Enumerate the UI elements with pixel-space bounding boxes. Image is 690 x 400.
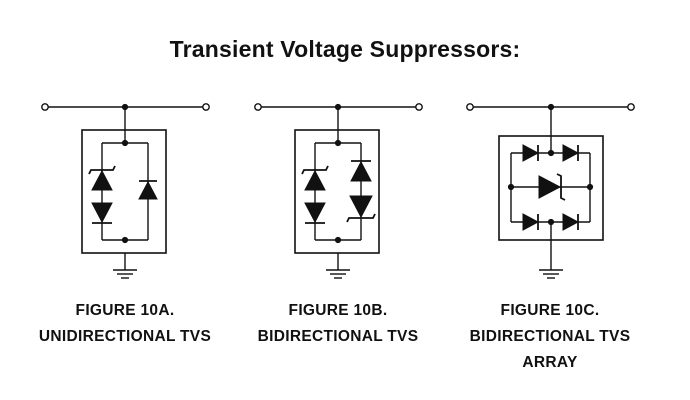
terminal-right-c xyxy=(627,103,635,111)
figure-10b-schematic xyxy=(254,103,423,279)
figure-10a-label: UNIDIRECTIONAL TVS xyxy=(38,328,212,345)
device-package-a xyxy=(81,129,167,254)
terminal-left-b xyxy=(254,103,262,111)
figure-10b-caption: FIGURE 10B. BIDIRECTIONAL TVS xyxy=(228,298,448,350)
figure-10c-label: BIDIRECTIONAL TVS xyxy=(469,328,631,345)
figure-10c-schematic xyxy=(466,103,635,279)
zener-diode-a-left xyxy=(88,165,116,191)
ground-symbol-b xyxy=(326,269,350,279)
diagram-title: Transient Voltage Suppressors: xyxy=(169,36,521,62)
terminal-left-a xyxy=(41,103,49,111)
junction-c-mid-left xyxy=(507,183,515,191)
figure-10c-number: FIGURE 10C. xyxy=(500,302,600,319)
figure-10a-schematic xyxy=(41,103,210,279)
terminal-right-a xyxy=(202,103,210,111)
diode-a-right xyxy=(138,180,158,200)
diode-c-top-left xyxy=(522,144,540,162)
zener-diode-b-left xyxy=(301,165,329,191)
figure-10b-label: BIDIRECTIONAL TVS xyxy=(257,328,419,345)
figure-10a-number: FIGURE 10A. xyxy=(75,302,175,319)
diode-c-bottom-left xyxy=(522,213,540,231)
diode-a-left xyxy=(91,202,113,224)
figure-10c-caption: FIGURE 10C. BIDIRECTIONAL TVS ARRAY xyxy=(440,298,660,376)
junction-a-lower xyxy=(121,236,129,244)
terminal-right-b xyxy=(415,103,423,111)
diode-c-top-right xyxy=(562,144,580,162)
diode-b-left xyxy=(304,202,326,224)
diode-c-bottom-right xyxy=(562,213,580,231)
zener-diode-b-right xyxy=(346,195,376,223)
device-package-b xyxy=(294,129,380,254)
zener-diode-c-middle xyxy=(538,173,566,201)
diode-b-right xyxy=(350,160,372,182)
junction-c-top xyxy=(547,149,555,157)
junction-b-upper xyxy=(334,139,342,147)
junction-c-mid-right xyxy=(586,183,594,191)
junction-b-lower xyxy=(334,236,342,244)
ground-symbol-a xyxy=(113,269,137,279)
figure-10a-caption: FIGURE 10A. UNIDIRECTIONAL TVS xyxy=(15,298,235,350)
junction-a-upper xyxy=(121,139,129,147)
figure-10c-label-line2: ARRAY xyxy=(522,354,578,371)
figure-10b-number: FIGURE 10B. xyxy=(288,302,388,319)
terminal-left-c xyxy=(466,103,474,111)
ground-symbol-c xyxy=(539,269,563,279)
